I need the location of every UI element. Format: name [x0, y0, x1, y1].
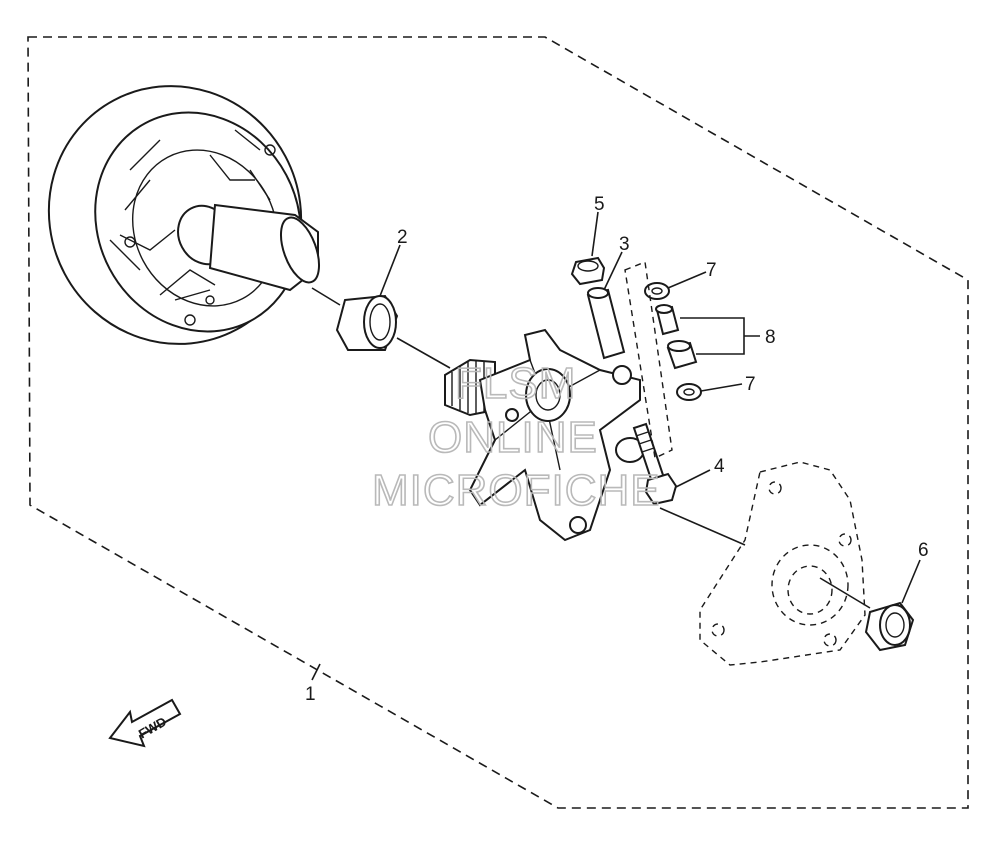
- bush-part-2: [335, 294, 399, 351]
- leader-3: [603, 251, 623, 291]
- washer-part-7-lower: [676, 383, 702, 401]
- leader-5: [591, 211, 599, 257]
- callout-7-lower: 7: [745, 374, 756, 395]
- washer-part-7-upper: [644, 282, 670, 300]
- axis-line: [311, 287, 871, 609]
- primary-sheave: [47, 85, 321, 345]
- spider-assembly: [444, 328, 645, 542]
- watermark-line-1: FLSM: [455, 359, 576, 408]
- callout-1: 1: [305, 684, 316, 705]
- bolt-part-4: [632, 422, 678, 506]
- callout-5: 5: [594, 194, 605, 215]
- watermark-line-2: ONLINE: [428, 413, 598, 462]
- callout-4: 4: [714, 456, 725, 477]
- bush-part-6: [864, 601, 915, 652]
- callout-6: 6: [918, 540, 929, 561]
- leader-7a: [667, 271, 707, 289]
- leader-1: [311, 663, 321, 681]
- pin-part-3: [586, 287, 626, 360]
- callout-7-upper: 7: [706, 260, 717, 281]
- leader-4: [675, 469, 711, 488]
- callout-2: 2: [397, 227, 408, 248]
- leader-6: [901, 559, 921, 604]
- assembly-boundary: [27, 36, 969, 809]
- watermark-line-3: MICROFICHE: [372, 466, 661, 515]
- fwd-arrow-icon: FWD: [108, 698, 182, 748]
- leader-8: [680, 317, 760, 355]
- leader-2: [379, 244, 401, 297]
- cover-plate: [699, 461, 866, 666]
- collar-part-8-upper: [655, 304, 680, 336]
- nut-part-5: [570, 256, 606, 286]
- leader-7b: [700, 383, 743, 392]
- collar-part-8-lower: [666, 340, 698, 370]
- watermark: FLSM ONLINE MICROFICHE: [371, 358, 661, 516]
- callout-8: 8: [765, 327, 776, 348]
- callout-3: 3: [619, 234, 630, 255]
